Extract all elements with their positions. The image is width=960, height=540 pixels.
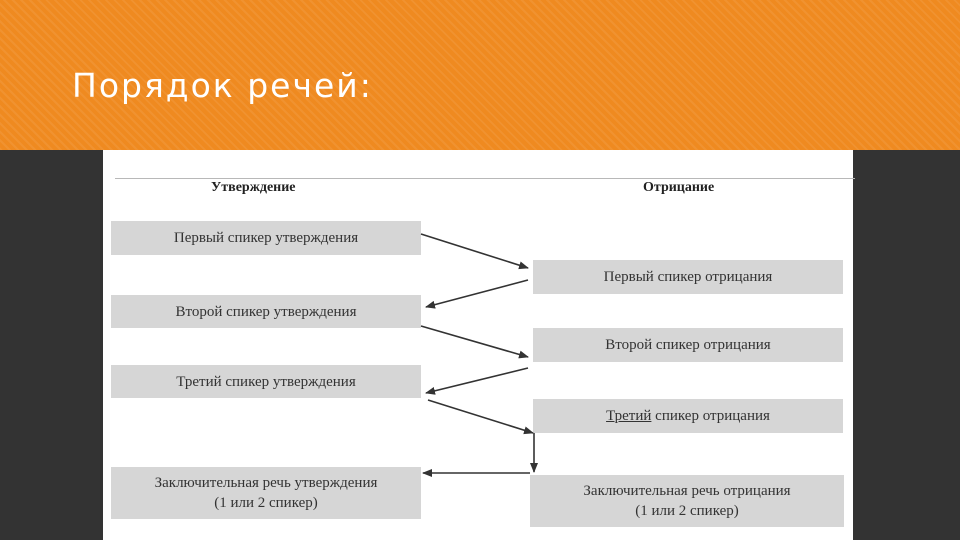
negative-speaker-1-box: Первый спикер отрицания — [533, 260, 843, 294]
arrow-aff2-to-neg2 — [420, 325, 529, 359]
affirmative-speaker-3-box: Третий спикер утверждения — [111, 365, 421, 398]
negative-final-line2: (1 или 2 спикер) — [635, 503, 739, 519]
top-rule — [115, 178, 855, 179]
arrow-neg2-to-aff3 — [425, 367, 529, 395]
negative-speaker-2-box: Второй спикер отрицания — [533, 328, 843, 362]
diagram-sheet: Утверждение Отрицание Первый спикер утве… — [103, 150, 855, 540]
affirmative-final-speech-box: Заключительная речь утверждения (1 или 2… — [111, 467, 421, 519]
negative-speaker-3-rest: спикер отрицания — [651, 408, 770, 424]
affirmative-speaker-1-box: Первый спикер утверждения — [111, 221, 421, 255]
negative-speaker-3-underlined: Третий — [606, 408, 652, 424]
arrow-neg1-to-aff2 — [425, 279, 529, 309]
slide-title: Порядок речей: — [72, 66, 373, 105]
arrow-aff1-to-neg1 — [420, 233, 529, 270]
affirmative-final-line2: (1 или 2 спикер) — [214, 495, 318, 511]
speech-order-arrows — [420, 233, 538, 477]
negative-column-heading: Отрицание — [643, 180, 715, 195]
negative-final-line1: Заключительная речь отрицания — [583, 483, 791, 499]
negative-final-speech-box: Заключительная речь отрицания (1 или 2 с… — [530, 475, 844, 527]
affirmative-column-heading: Утверждение — [211, 180, 296, 195]
affirmative-speaker-2-box: Второй спикер утверждения — [111, 295, 421, 328]
affirmative-final-line1: Заключительная речь утверждения — [154, 475, 378, 491]
header-banner: Порядок речей: — [0, 0, 960, 150]
arrow-aff3-to-neg3 — [427, 399, 534, 435]
negative-speaker-3-box: Третий спикер отрицания — [533, 399, 843, 433]
